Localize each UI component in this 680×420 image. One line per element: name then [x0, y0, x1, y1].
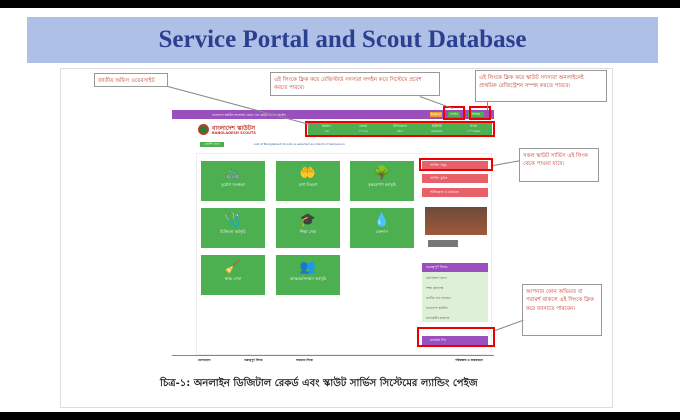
- facebook-thumbnails: [428, 240, 458, 247]
- callout-services: সকল স্কাউট সার্ভিস এই লিংক থেকে পাওয়া য…: [519, 148, 599, 182]
- footer-heading: যোগাযোগ: [198, 358, 211, 362]
- logo-bn: বাংলাদেশ স্কাউটস: [212, 125, 256, 132]
- services-button[interactable]: সার্ভিস সমূহ: [422, 161, 488, 170]
- footer-heading: গুরুত্বপূর্ণ লিংক: [244, 358, 263, 362]
- link-item[interactable]: জাতীয় তথ্য বাতায়ন: [426, 296, 451, 300]
- callout-website: জাতীয় অফিস ওয়েবসাইট: [94, 73, 168, 87]
- facebook-widget-image[interactable]: [425, 207, 487, 235]
- news-ticker[interactable]: List of Bangladesh Scouts is selected as…: [254, 142, 345, 146]
- highlight-services: [419, 158, 493, 171]
- feedback-button[interactable]: মতামত দিন: [422, 336, 488, 345]
- callout-login: এই লিংকে ক্লিক করে রেজিস্টার্ড সদস্যরা ল…: [270, 72, 440, 96]
- logo[interactable]: বাংলাদেশ স্কাউটস BANGLADESH SCOUTS: [198, 123, 298, 137]
- figure-frame: [60, 68, 613, 408]
- register-button[interactable]: নিবন্ধন: [468, 112, 484, 117]
- logo-en: BANGLADESH SCOUTS: [212, 131, 256, 135]
- service-tile[interactable]: 🎓শিক্ষা সেবা: [276, 208, 340, 248]
- highlight-login: [443, 106, 465, 120]
- login-button[interactable]: লগইন: [448, 112, 460, 117]
- title-banner: Service Portal and Scout Database: [27, 17, 658, 63]
- highlight-feedback: [417, 327, 495, 347]
- service-tile[interactable]: 💧রক্তদান: [350, 208, 414, 248]
- experience-button[interactable]: অভিজ্ঞতা ও মতামত: [422, 188, 488, 197]
- footer-heading: পরিকল্পনা ও বাস্তবায়নে: [455, 358, 483, 362]
- scout-emblem-icon: [198, 124, 209, 135]
- language-button[interactable]: English: [430, 112, 442, 117]
- service-tile[interactable]: 👥আত্মকর্মসংস্থান কর্মসূচি: [276, 255, 340, 295]
- slide-title: Service Portal and Scout Database: [158, 26, 527, 53]
- important-links-header: গুরুত্বপূর্ণ লিংক: [422, 263, 488, 272]
- connector-line: [487, 102, 488, 110]
- link-item[interactable]: শিক্ষা মন্ত্রণালয়: [426, 286, 444, 290]
- figure-caption: চিত্র-১: অনলাইন ডিজিটাল রেকর্ড এবং স্কাউ…: [160, 378, 478, 389]
- link-item[interactable]: প্রধানমন্ত্রীর কার্যালয়: [426, 316, 450, 320]
- important-links-panel: [422, 272, 488, 322]
- footer-divider: [172, 355, 494, 356]
- stat: উপজেলা৪৬৭: [393, 124, 407, 133]
- service-tile[interactable]: 🤲ত্রাণ বিতরণ: [276, 161, 340, 201]
- highlight-register: [469, 106, 491, 120]
- callout-register: এই লিংকে ক্লিক করে স্কাউট সদস্যরা অনলাইন…: [475, 70, 607, 102]
- service-tile[interactable]: 🧹স্বাস্থ্য সেবা: [201, 255, 265, 295]
- booking-button[interactable]: সার্ভিস বুকিং: [422, 174, 488, 183]
- callout-feedback: আপনার কোন অভিমত বা পরামর্শ থাকলে এই লিংক…: [522, 284, 602, 336]
- link-item[interactable]: বাংলাদেশ স্কাউটস: [426, 306, 448, 310]
- link-item[interactable]: মন্ত্রিপরিষদ বিভাগ: [426, 276, 447, 280]
- service-tile[interactable]: 🩺চিকিৎসা কর্মসূচি: [201, 208, 265, 248]
- service-tile[interactable]: 🌳বৃক্ষরোপণ কর্মসূচি: [350, 161, 414, 201]
- stat: জেলা১০১৯: [358, 124, 368, 133]
- notice-button[interactable]: নোটিশ বোর্ড: [200, 142, 224, 147]
- topbar-text: বাংলাদেশ স্কাউটস অনলাইন রেকর্ড এবং স্কাউ…: [212, 113, 286, 117]
- footer-heading: সহায়তা লিংক: [296, 358, 313, 362]
- portal-topbar: বাংলাদেশ স্কাউটস অনলাইন রেকর্ড এবং স্কাউ…: [172, 110, 494, 119]
- service-tile[interactable]: 🚲দুর্যোগ সতর্কতা: [201, 161, 265, 201]
- highlight-stats: [305, 121, 495, 137]
